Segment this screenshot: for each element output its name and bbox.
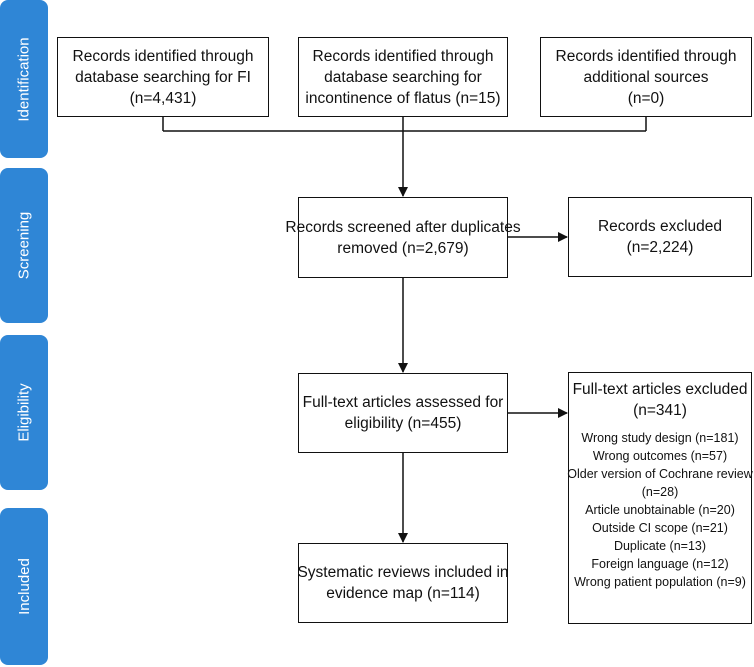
box-line: incontinence of flatus (n=15) bbox=[305, 89, 501, 107]
box-line: Records identified through bbox=[312, 47, 494, 65]
stage-tab-identification: Identification bbox=[0, 0, 48, 158]
excluded-reason: Wrong patient population (n=9) bbox=[574, 575, 746, 589]
excluded-reason: Outside CI scope (n=21) bbox=[592, 521, 728, 535]
box-line: (n=4,431) bbox=[129, 89, 197, 107]
stage-tab-included: Included bbox=[0, 508, 48, 665]
excluded-reason: Foreign language (n=12) bbox=[591, 557, 729, 571]
box-reviews-included: Systematic reviews included in evidence … bbox=[297, 543, 509, 623]
box-records-screened: Records screened after duplicates remove… bbox=[285, 197, 521, 278]
excluded-reason: Wrong outcomes (n=57) bbox=[592, 449, 728, 463]
stage-tab-screening: Screening bbox=[0, 168, 48, 323]
box-records-additional-sources: Records identified through additional so… bbox=[540, 37, 752, 117]
stage-tab-eligibility: Eligibility bbox=[0, 335, 48, 490]
excluded-reason: Article unobtainable (n=20) bbox=[585, 503, 735, 517]
box-line: additional sources bbox=[583, 68, 709, 86]
box-fulltext-assessed: Full-text articles assessed for eligibil… bbox=[298, 373, 508, 453]
excluded-reason: Wrong study design (n=181) bbox=[581, 431, 739, 445]
excluded-title: Full-text articles excluded bbox=[572, 381, 748, 398]
box-line: Records identified through bbox=[555, 47, 737, 65]
box-records-excluded: Records excluded (n=2,224) bbox=[568, 197, 752, 277]
box-line: Full-text articles assessed for bbox=[302, 394, 504, 411]
box-line: eligibility (n=455) bbox=[344, 415, 462, 432]
box-line: Systematic reviews included in bbox=[297, 564, 509, 581]
box-records-database-flatus: Records identified through database sear… bbox=[298, 37, 508, 117]
excluded-reason: (n=28) bbox=[641, 485, 679, 499]
box-records-database-fi: Records identified through database sear… bbox=[57, 37, 269, 117]
box-line: Records excluded bbox=[597, 218, 723, 235]
excluded-reason: Duplicate (n=13) bbox=[613, 539, 707, 553]
excluded-reason: Older version of Cochrane review bbox=[567, 467, 753, 481]
box-line: evidence map (n=114) bbox=[326, 585, 480, 602]
box-line: (n=2,224) bbox=[626, 239, 694, 256]
box-line: database searching for bbox=[324, 68, 482, 86]
excluded-count: (n=341) bbox=[633, 402, 687, 419]
excluded-reasons-list: Wrong study design (n=181) Wrong outcome… bbox=[567, 429, 753, 591]
box-line: database searching for FI bbox=[75, 68, 251, 86]
box-fulltext-excluded: Full-text articles excluded (n=341) Wron… bbox=[567, 372, 753, 624]
box-line: removed (n=2,679) bbox=[337, 239, 469, 257]
box-line: (n=0) bbox=[627, 89, 665, 107]
box-line: Records screened after duplicates bbox=[285, 218, 521, 236]
box-line: Records identified through bbox=[72, 47, 254, 65]
